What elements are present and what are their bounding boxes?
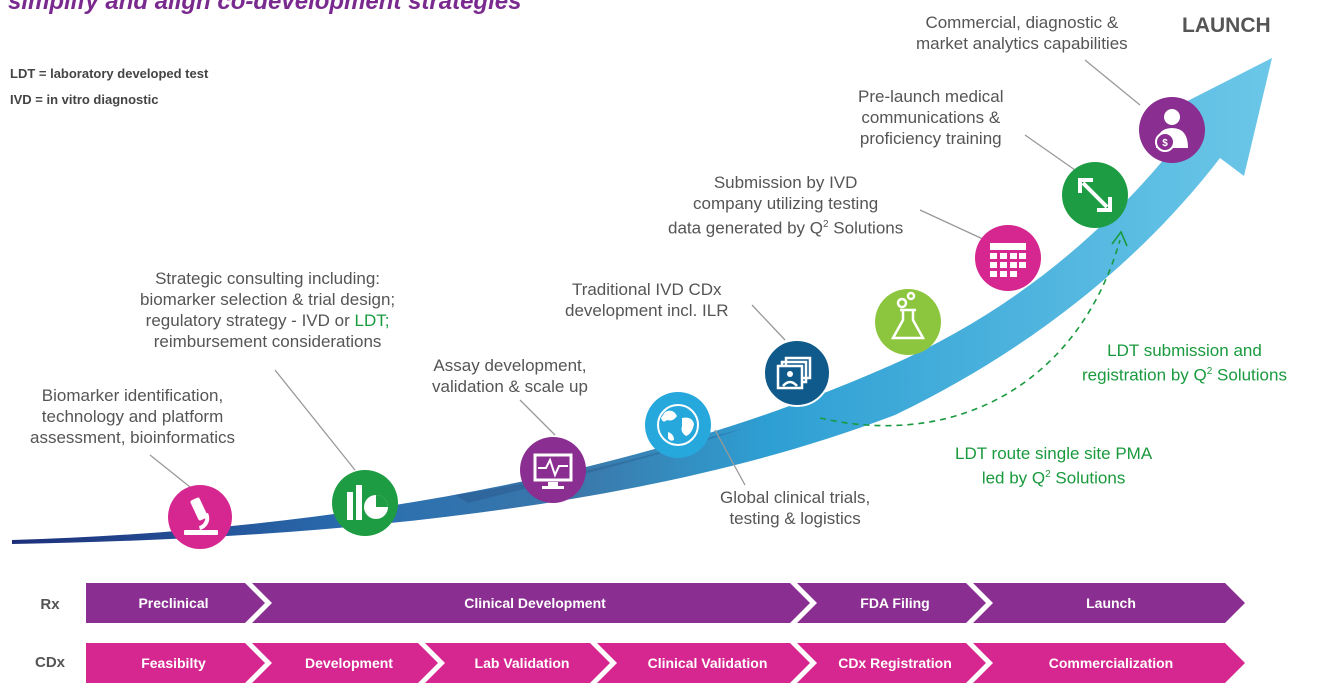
step-label-line: Global clinical trials,: [720, 488, 871, 507]
step-icon-6: [975, 225, 1041, 291]
step-icon-5: [875, 289, 941, 355]
step-label-prelaunch: Pre-launch medical communications & prof…: [858, 86, 1004, 149]
step-icon-1: [332, 470, 398, 536]
person-dollar-icon: $: [1155, 109, 1188, 152]
step-label-strategic-consulting: Strategic consulting including: biomarke…: [140, 268, 395, 352]
monitor-pulse-icon: [533, 453, 573, 489]
step-icon-2: [520, 437, 586, 503]
step-label-line: development incl. ILR: [565, 301, 729, 320]
step-label-line: Pre-launch medical: [858, 87, 1004, 106]
step-label-submission: Submission by IVD company utilizing test…: [668, 172, 903, 239]
arrows-icon: [1078, 178, 1112, 212]
page-title: simplify and align co-development strate…: [8, 0, 522, 15]
launch-label: LAUNCH: [1182, 14, 1271, 37]
ldt-route-arrowhead: [1111, 230, 1128, 247]
row-label-cdx: CDx: [34, 654, 65, 671]
step-label-global-trials: Global clinical trials, testing & logist…: [720, 487, 870, 529]
step-label-line: testing & logistics: [729, 509, 861, 528]
ldt-highlight: LDT;: [354, 311, 390, 330]
step-label-line: assessment, bioinformatics: [30, 428, 236, 447]
step-icon-0: [168, 485, 232, 549]
step-label-traditional-ivd: Traditional IVD CDx development incl. IL…: [565, 279, 728, 321]
abbreviation-ldt: LDT = laboratory developed test: [10, 66, 209, 81]
cdx-segment-cdx-registration: CDx Registration: [838, 655, 952, 671]
calendar-grid-icon: [990, 243, 1026, 277]
step-label-line: Commercial, diagnostic &: [925, 13, 1119, 32]
growth-arrow: [12, 58, 1272, 544]
step-icon-4: [763, 339, 831, 407]
step-label-line: proficiency training: [859, 129, 1002, 148]
step-label-biomarker: Biomarker identification, technology and…: [30, 385, 235, 448]
cdx-segment-lab-validation: Lab Validation: [474, 655, 570, 671]
microscope-icon: [184, 497, 218, 535]
step-label-line: communications &: [861, 108, 1001, 127]
step-icon-7: [1062, 162, 1128, 228]
step-label-line: regulatory strategy - IVD or LDT;: [145, 311, 390, 330]
cdx-segment-development: Development: [305, 655, 393, 671]
rx-segment-launch: Launch: [1086, 595, 1136, 611]
step-label-commercial: Commercial, diagnostic & market analytic…: [916, 12, 1128, 54]
step-label-line: Submission by IVD: [713, 173, 858, 192]
step-label-line: data generated by Q2 Solutions: [668, 218, 904, 238]
leader-lines: [149, 59, 1141, 496]
row-label-rx: Rx: [40, 596, 60, 613]
flask-icon: [890, 291, 926, 340]
rx-segment-preclinical: Preclinical: [138, 595, 209, 611]
folders-icon: [776, 356, 812, 390]
step-label-line: Traditional IVD CDx: [571, 280, 722, 299]
step-label-line: validation & scale up: [432, 377, 588, 396]
globe-icon: [657, 404, 699, 446]
cdx-row-shapes: [86, 643, 1245, 683]
step-label-assay-development: Assay development, validation & scale up: [432, 355, 588, 397]
ldt-route-label: LDT route single site PMA led by Q2 Solu…: [955, 444, 1153, 488]
step-icon-3: [645, 392, 711, 458]
ldt-route-dashed: [819, 239, 1121, 427]
step-icon-8: $: [1139, 97, 1205, 163]
cdx-segment-feasibility: Feasibilty: [141, 655, 206, 671]
step-label-line: technology and platform: [41, 407, 224, 426]
step-label-line: biomarker selection & trial design;: [140, 290, 396, 309]
abbreviation-ivd: IVD = in vitro diagnostic: [10, 92, 159, 107]
step-label-line: Biomarker identification,: [41, 386, 224, 405]
rx-row-shapes: [86, 583, 1245, 623]
bar-chart-icon: [347, 485, 388, 520]
step-label-line: Assay development,: [433, 356, 587, 375]
rx-segment-clinical-development: Clinical Development: [464, 595, 606, 611]
step-label-line: reimbursement considerations: [153, 332, 382, 351]
ldt-submission-label: LDT submission and registration by Q2 So…: [1082, 341, 1287, 385]
cdx-segment-clinical-validation: Clinical Validation: [647, 655, 768, 671]
rx-segment-fda-filing: FDA Filing: [860, 595, 930, 611]
svg-text:$: $: [1162, 138, 1168, 149]
step-label-line: company utilizing testing: [693, 194, 879, 213]
step-label-line: Strategic consulting including:: [155, 269, 381, 288]
cdx-segment-commercialization: Commercialization: [1048, 655, 1174, 671]
step-label-line: market analytics capabilities: [916, 34, 1128, 53]
